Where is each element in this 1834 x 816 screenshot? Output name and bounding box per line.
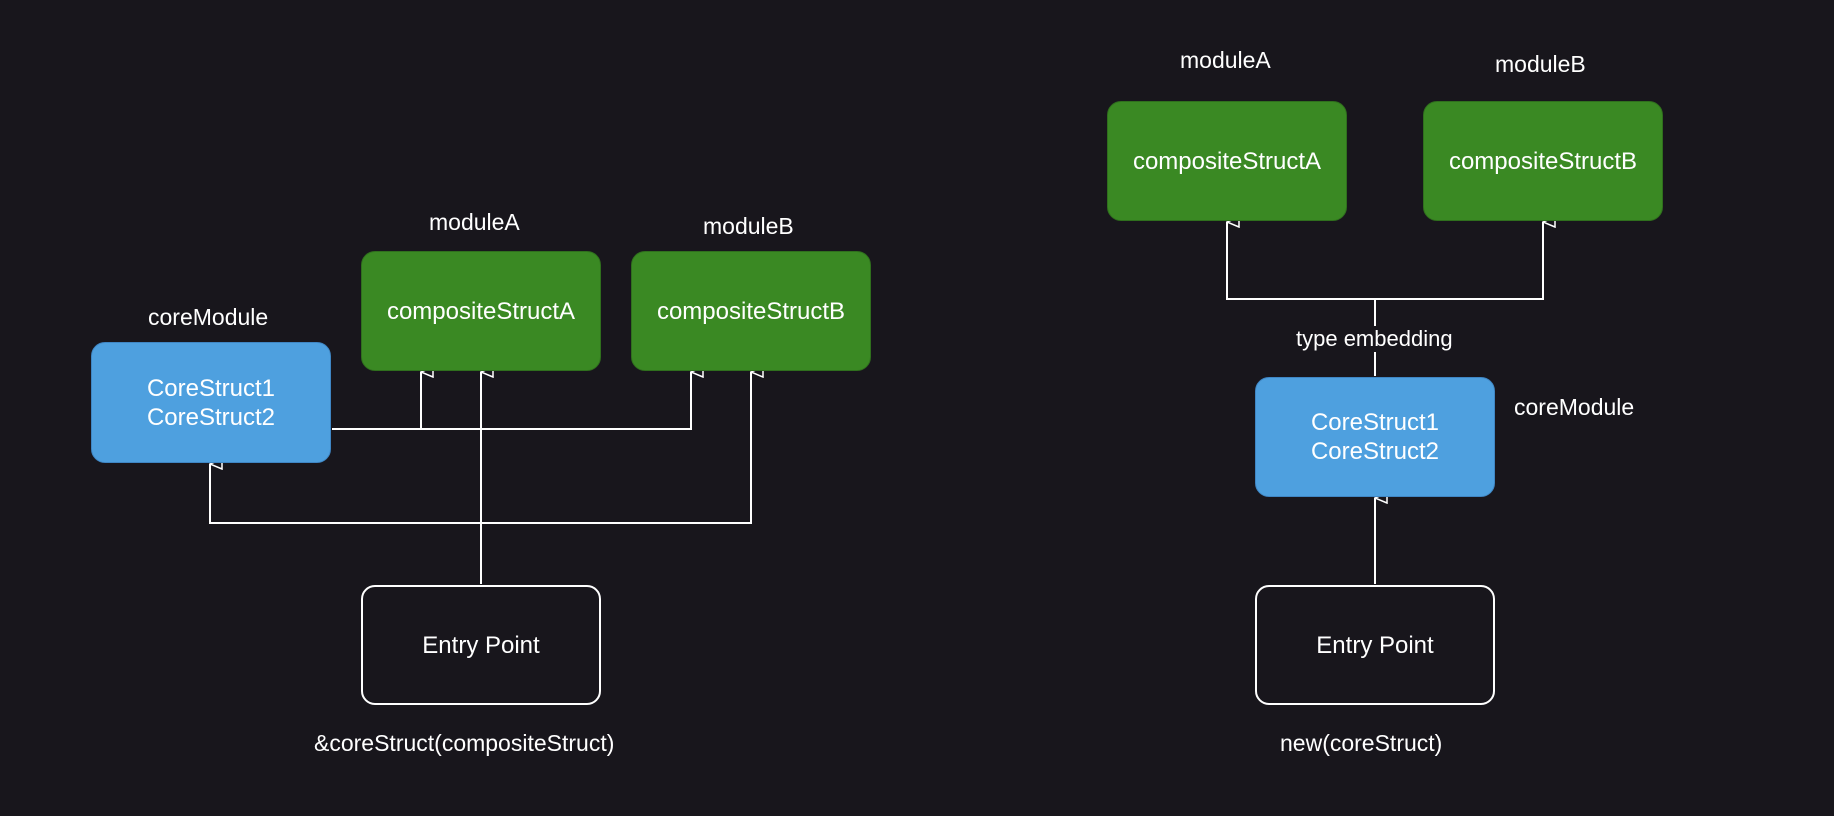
entry-point-box-right: Entry Point: [1255, 585, 1495, 705]
composite-struct-b-box: compositeStructB: [631, 251, 871, 371]
composite-struct-a-text-right: compositeStructA: [1132, 147, 1322, 175]
core-struct-1-right: CoreStruct1: [1310, 409, 1440, 436]
composite-struct-a-box-right: compositeStructA: [1107, 101, 1347, 221]
edge-entry-to-composite-b: [481, 372, 751, 524]
edge-embed-to-composite-a: [1226, 222, 1376, 376]
core-module-label-right: coreModule: [1514, 394, 1635, 420]
module-b-label: moduleB: [703, 213, 794, 239]
core-module-label: coreModule: [148, 304, 269, 330]
composite-struct-b-text-right: compositeStructB: [1448, 147, 1638, 175]
composite-struct-b-text: compositeStructB: [656, 297, 846, 325]
composite-struct-a-text: compositeStructA: [386, 297, 576, 325]
core-struct-box-right: CoreStruct1 CoreStruct2: [1255, 377, 1495, 497]
module-a-label: moduleA: [429, 209, 520, 235]
edge-embed-to-composite-b: [1375, 222, 1543, 300]
core-struct-1: CoreStruct1: [146, 374, 276, 402]
left-caption: &coreStruct(compositeStruct): [314, 730, 615, 756]
composite-struct-b-box-right: compositeStructB: [1423, 101, 1663, 221]
module-a-label-right: moduleA: [1180, 47, 1271, 73]
edge-core-to-composite-b: [421, 372, 691, 430]
right-caption: new(coreStruct): [1280, 730, 1443, 756]
entry-point-text: Entry Point: [422, 631, 540, 659]
edge-entry-to-core: [209, 464, 481, 524]
entry-point-text-right: Entry Point: [1316, 631, 1434, 659]
edge-core-to-composite-a: [332, 372, 421, 430]
core-struct-box: CoreStruct1 CoreStruct2: [91, 342, 331, 463]
core-struct-2: CoreStruct2: [146, 403, 276, 431]
core-struct-2-right: CoreStruct2: [1310, 438, 1440, 465]
module-b-label-right: moduleB: [1495, 51, 1586, 77]
type-embedding-label: type embedding: [1292, 326, 1457, 352]
composite-struct-a-box: compositeStructA: [361, 251, 601, 371]
entry-point-box: Entry Point: [361, 585, 601, 705]
